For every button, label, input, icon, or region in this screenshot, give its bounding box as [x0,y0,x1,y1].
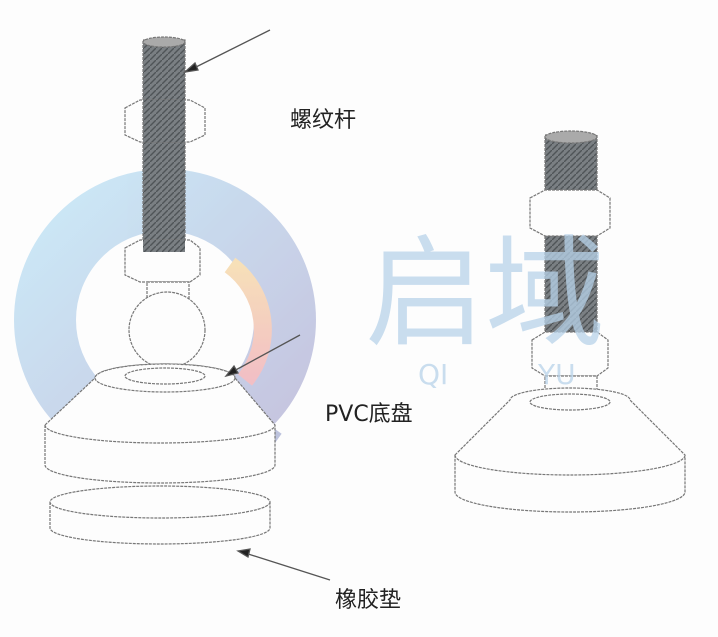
label-threaded-rod: 螺纹杆 [290,108,357,133]
label-rubber-pad: 橡胶垫 [335,588,402,613]
leader-lines [182,29,331,581]
right-base [454,387,686,513]
ball-joint [128,291,206,369]
left-top-nut [124,99,206,143]
watermark-brand-cn: 启域 [365,225,605,364]
right-threaded-rod [544,130,598,346]
watermark-brand-en-yu: YU [538,358,576,391]
label-pvc-base: PVC底盘 [325,402,413,427]
pvc-base-left [44,363,276,484]
rubber-pad [49,485,271,545]
watermark-brand-en-qi: QI [418,358,449,391]
left-threaded-rod [142,36,186,251]
right-top-nut [529,189,611,237]
